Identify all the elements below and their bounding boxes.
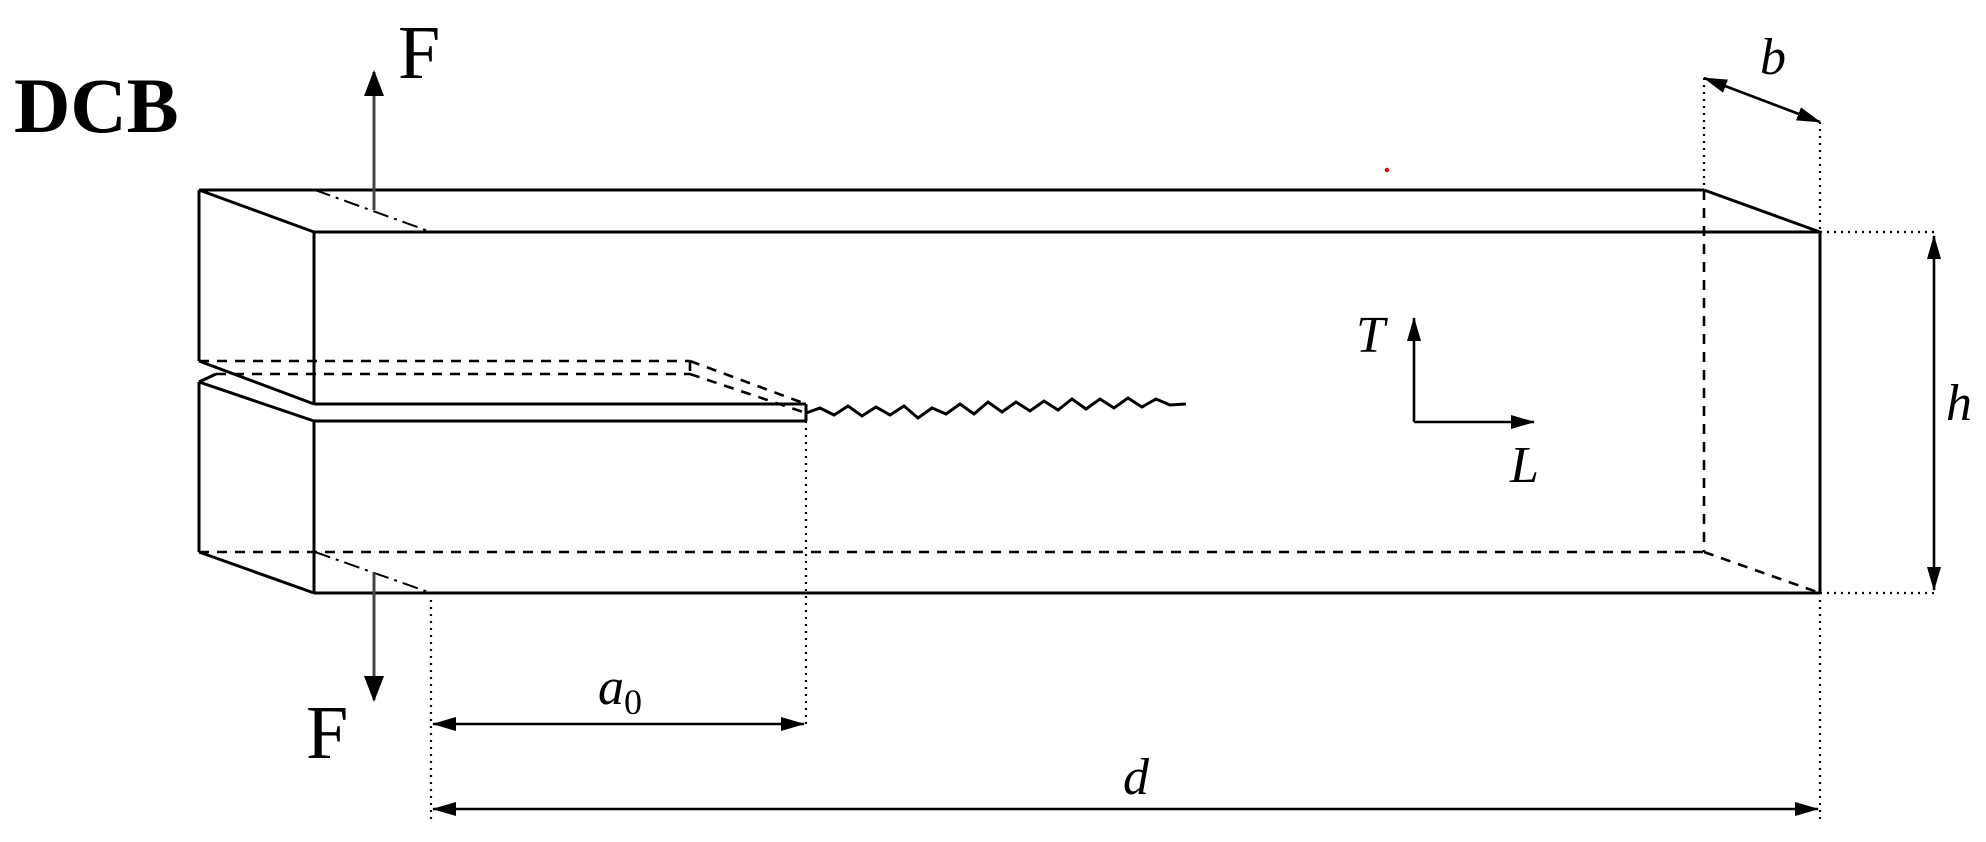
dimension-b: b xyxy=(1702,29,1822,232)
red-marker-dot xyxy=(1384,167,1390,173)
crack-path xyxy=(805,396,1187,420)
material-axes: T L xyxy=(1356,307,1539,494)
dimension-d: d xyxy=(432,600,1822,820)
label-h: h xyxy=(1946,375,1972,432)
diagram-title: DCB xyxy=(14,62,179,149)
force-top: F xyxy=(364,11,440,210)
force-bottom: F xyxy=(306,572,384,775)
label-d: d xyxy=(1123,749,1150,806)
label-b: b xyxy=(1760,29,1786,86)
label-a0: a0 xyxy=(598,659,642,722)
dimension-h: h xyxy=(1820,230,1972,595)
axis-label-l: L xyxy=(1509,437,1539,494)
force-label-bottom: F xyxy=(306,691,348,775)
specimen-hidden-edges xyxy=(199,190,1821,595)
specimen-solid-edges xyxy=(197,188,1822,595)
axis-label-t: T xyxy=(1356,307,1388,364)
dimension-a0: a0 xyxy=(429,421,808,820)
load-lines xyxy=(314,189,432,594)
force-label-top: F xyxy=(398,11,440,95)
